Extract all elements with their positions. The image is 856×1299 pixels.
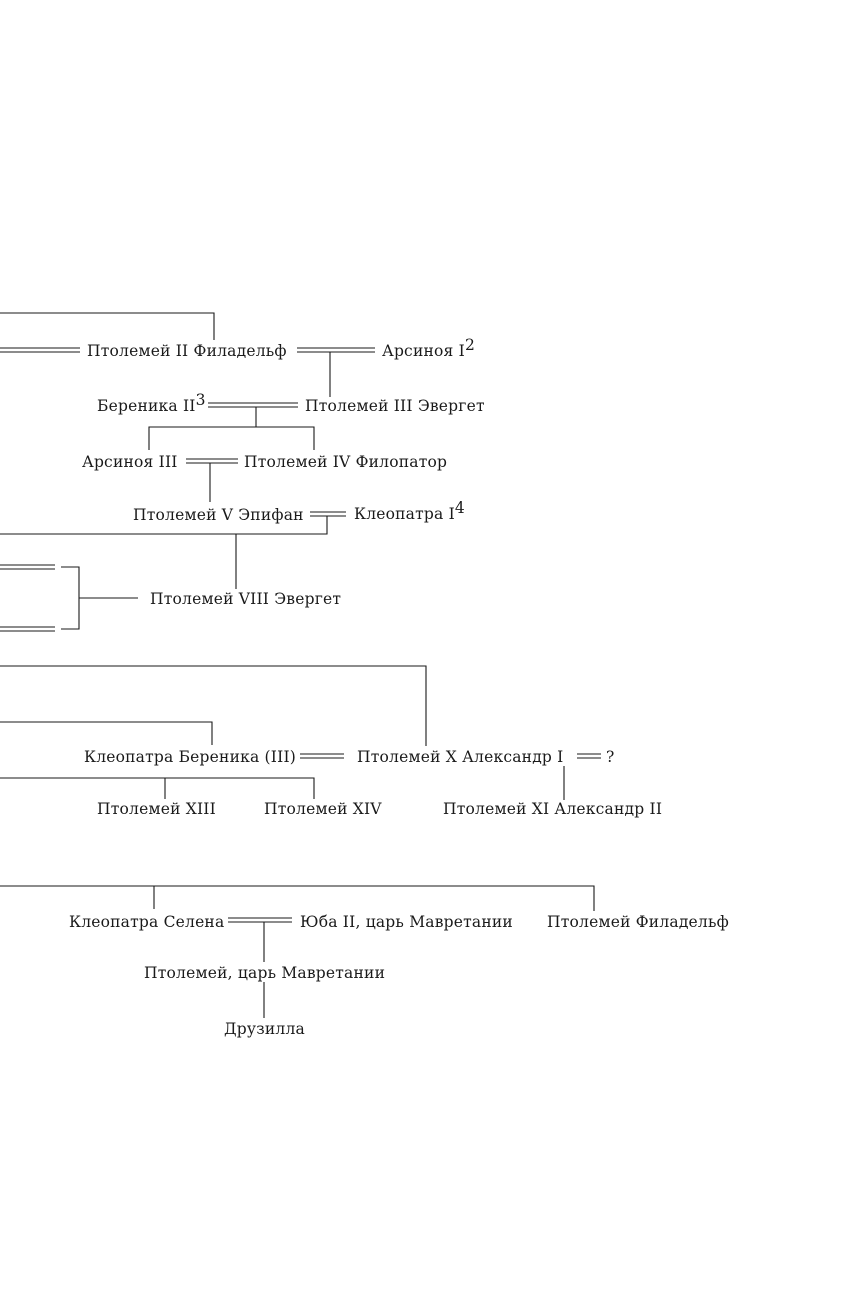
sibling-bracket-ptolemy-v	[0, 516, 328, 535]
person-juba-ii: Юба II, царь Мавретании	[300, 913, 513, 931]
footnote-marker: 2	[465, 336, 475, 354]
person-cleopatra-selene: Клеопатра Селена	[69, 913, 224, 931]
person-ptolemy-xiv: Птолемей XIV	[264, 800, 382, 818]
person-ptolemy-ii: Птолемей II Филадельф	[87, 342, 287, 360]
footnote-marker: 3	[196, 391, 206, 409]
person-arsinoe-i: Арсиноя I2	[382, 336, 475, 360]
person-unknown-spouse: ?	[606, 748, 615, 766]
descent-line-cleopatra-berenice	[0, 721, 213, 745]
person-ptolemy-x: Птолемей X Александр I	[357, 748, 564, 766]
person-ptolemy-iv: Птолемей IV Филопатор	[244, 453, 447, 471]
person-ptolemy-philadelphus: Птолемей Филадельф	[547, 913, 729, 931]
tree-labels: Птолемей II Филадельф Арсиноя I2 Береник…	[69, 336, 729, 1038]
person-ptolemy-xi: Птолемей XI Александр II	[443, 800, 662, 818]
sibling-bracket-cleopatra-selene	[0, 885, 595, 911]
sibling-bracket-ptolemy-xiii-xiv	[0, 777, 315, 799]
person-berenice-ii: Береника II3	[97, 391, 206, 415]
person-cleopatra-berenice: Клеопатра Береника (III)	[84, 748, 296, 766]
spouse-bracket-ptolemy-viii	[61, 566, 80, 630]
descent-line-ptolemy-x	[0, 665, 427, 746]
tree-connectors	[0, 312, 601, 1018]
person-ptolemy-viii: Птолемей VIII Эвергет	[150, 590, 341, 608]
descent-line-ptolemy-ii	[0, 312, 215, 340]
sibling-bracket-ptolemy-iii	[148, 426, 315, 450]
person-arsinoe-iii: Арсиноя III	[82, 453, 178, 471]
person-ptolemy-mauretania: Птолемей, царь Мавретании	[144, 964, 385, 982]
person-ptolemy-iii: Птолемей III Эвергет	[305, 397, 485, 415]
person-ptolemy-v: Птолемей V Эпифан	[133, 506, 304, 524]
person-cleopatra-i: Клеопатра I4	[354, 499, 465, 523]
person-ptolemy-xiii: Птолемей XIII	[97, 800, 216, 818]
footnote-marker: 4	[455, 499, 465, 517]
person-drusilla: Друзилла	[224, 1020, 305, 1038]
